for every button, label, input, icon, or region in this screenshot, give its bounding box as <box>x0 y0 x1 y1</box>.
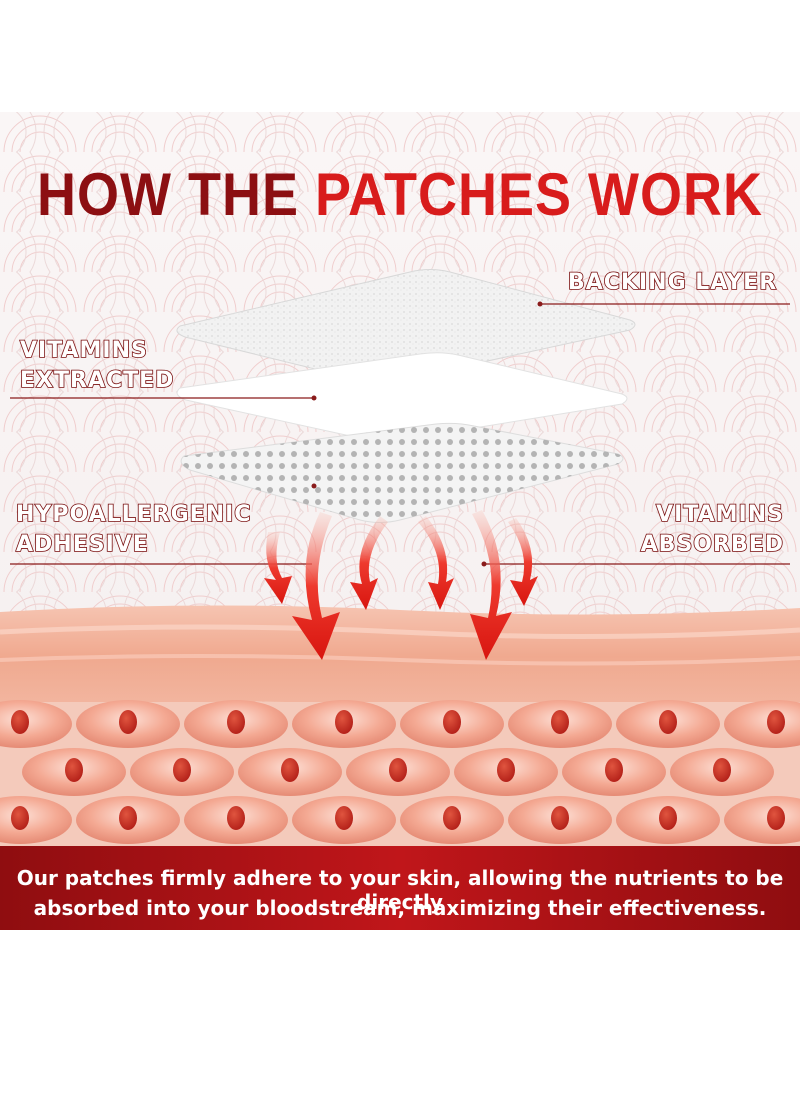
banner-text-line2: absorbed into your bloodstream, maximizi… <box>33 896 767 920</box>
adhesive-layer-sheet <box>180 422 624 523</box>
arrow <box>350 516 388 610</box>
label-backing-layer: BACKING LAYER <box>567 268 778 298</box>
description-banner: Our patches firmly adhere to your skin, … <box>0 846 800 930</box>
title-part-red: PATCHES WORK <box>315 161 763 229</box>
label-hypoallergenic-line2: ADHESIVE <box>15 531 149 558</box>
label-vitamins-extracted-line2: EXTRACTED <box>19 367 175 394</box>
label-vitamins-extracted-line1: VITAMINS <box>19 337 148 364</box>
label-hypoallergenic-line1: HYPOALLERGENIC <box>15 501 252 528</box>
arrow <box>264 532 292 604</box>
title-part-dark: HOW THE <box>37 161 315 229</box>
patch-layers-diagram <box>0 269 800 848</box>
absorption-arrows <box>264 510 538 660</box>
skin-surface <box>0 605 800 708</box>
leader-dots <box>311 301 543 567</box>
label-vitamins-absorbed-line2: ABSORBED <box>640 531 784 558</box>
banner-text-line1: Our patches firmly adhere to your skin, … <box>16 866 784 914</box>
label-hypoallergenic-adhesive: HYPOALLERGENIC ADHESIVE <box>15 500 252 560</box>
label-leader-lines <box>10 303 790 565</box>
arrow <box>418 516 454 610</box>
arrow <box>292 512 340 660</box>
label-vitamins-absorbed-line1: VITAMINS <box>655 501 784 528</box>
label-vitamins-extracted: VITAMINS EXTRACTED <box>19 336 175 396</box>
backing-layer-sheet <box>176 269 636 383</box>
label-backing-layer-text: BACKING LAYER <box>567 269 778 296</box>
arrow <box>508 518 538 606</box>
page-title: HOW THE PATCHES WORK <box>0 160 800 229</box>
arrow <box>470 510 512 660</box>
cell-nuclei <box>11 710 785 830</box>
infographic-panel: HOW THE PATCHES WORK <box>0 112 800 930</box>
skin-cells <box>0 700 800 848</box>
label-vitamins-absorbed: VITAMINS ABSORBED <box>640 500 784 560</box>
